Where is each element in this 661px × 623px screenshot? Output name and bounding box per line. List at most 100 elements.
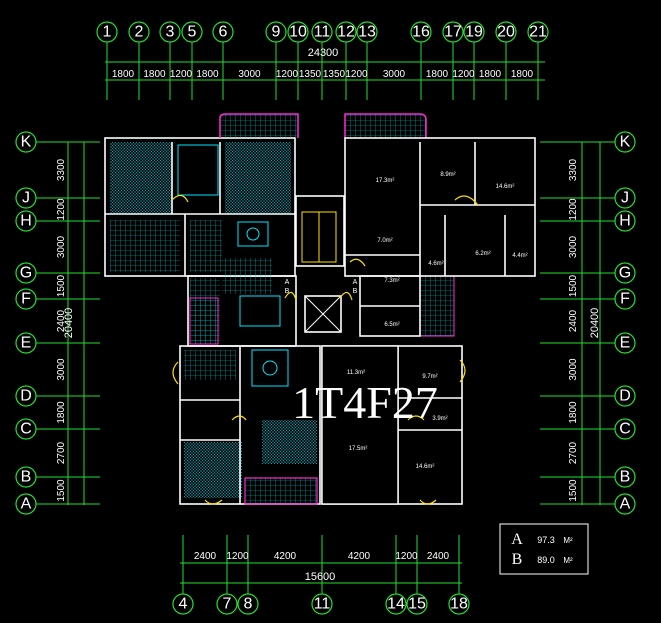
left-dimension-4: 2400 xyxy=(56,309,67,332)
grid-axis-bubble-G: G xyxy=(15,262,37,284)
svg-text:E: E xyxy=(620,335,631,352)
room-area-label: 8.9m² xyxy=(440,172,455,178)
stair-mark: B xyxy=(285,288,290,295)
room-area-label: 3.9m² xyxy=(432,416,447,422)
room-area-label: 6.2m² xyxy=(475,251,490,257)
stair-mark: B xyxy=(353,288,358,295)
svg-text:C: C xyxy=(20,421,32,438)
east-side-balcony xyxy=(419,275,455,337)
bottom-total-dimension: 15600 xyxy=(305,571,336,583)
room-area-label: 4.6m² xyxy=(428,261,443,267)
svg-text:3: 3 xyxy=(166,24,175,41)
grid-axis-bubble-C: C xyxy=(614,418,636,440)
grid-axis-bubble-A: A xyxy=(15,493,37,515)
room-area-label: 17.5m² xyxy=(349,446,368,452)
bottom-dimension-3: 4200 xyxy=(348,551,371,562)
grid-axis-bubble-K: K xyxy=(15,131,37,153)
bottom-dimension-5: 2400 xyxy=(427,551,450,562)
room-area-label: 4.4m² xyxy=(512,253,527,259)
svg-text:7: 7 xyxy=(223,596,232,613)
bottom-dimension-1: 1200 xyxy=(226,551,249,562)
top-total-dimension: 24300 xyxy=(308,47,339,59)
right-dimension-0: 3300 xyxy=(568,158,579,181)
svg-text:F: F xyxy=(620,291,630,308)
grid-axis-bubble-6: 6 xyxy=(212,21,234,43)
svg-text:20: 20 xyxy=(497,24,515,41)
svg-text:J: J xyxy=(621,190,629,207)
room-area-label: 7.3m² xyxy=(384,278,399,284)
svg-text:B: B xyxy=(620,469,631,486)
left-dimension-3: 1500 xyxy=(56,274,67,297)
grid-axis-bubble-F: F xyxy=(614,288,636,310)
grid-axis-bubble-11: 11 xyxy=(311,21,333,43)
svg-text:13: 13 xyxy=(358,24,376,41)
right-total-dimension: 20400 xyxy=(589,308,601,339)
svg-text:A: A xyxy=(21,496,32,513)
right-dimension-8: 1500 xyxy=(568,479,579,502)
west-unit-lower xyxy=(179,345,321,505)
bottom-dimension-2: 4200 xyxy=(274,551,297,562)
bottom-dimension-0: 2400 xyxy=(194,551,217,562)
room-area-label: 7.0m² xyxy=(377,238,392,244)
west-side-balcony xyxy=(189,297,219,345)
left-dimension-5: 3000 xyxy=(56,358,67,381)
stair-core xyxy=(295,195,345,333)
legend-area-a: 97.3 xyxy=(537,535,555,545)
svg-text:21: 21 xyxy=(529,24,547,41)
svg-text:B: B xyxy=(21,469,32,486)
top-dimension-3: 1800 xyxy=(196,69,219,80)
stair-mark: A xyxy=(353,279,358,286)
svg-text:2: 2 xyxy=(135,24,144,41)
left-dimension-7: 2700 xyxy=(56,441,67,464)
top-dimension-10: 1800 xyxy=(426,69,449,80)
svg-text:D: D xyxy=(20,388,32,405)
svg-text:9: 9 xyxy=(272,24,281,41)
grid-axis-bubble-9: 9 xyxy=(265,21,287,43)
grid-axis-bubble-20: 20 xyxy=(495,21,517,43)
top-dimension-13: 1800 xyxy=(511,69,534,80)
svg-text:C: C xyxy=(619,421,631,438)
door-swings xyxy=(171,194,479,505)
grid-axis-bubble-14: 14 xyxy=(385,593,407,615)
grid-axis-bubble-18: 18 xyxy=(448,593,470,615)
svg-text:11: 11 xyxy=(314,24,331,41)
svg-text:15: 15 xyxy=(408,596,426,613)
legend-key-b: B xyxy=(512,551,523,568)
left-dimension-8: 1500 xyxy=(56,479,67,502)
dimension-lines xyxy=(67,61,601,584)
top-dimension-7: 1350 xyxy=(323,69,346,80)
room-area-label: 14.6m² xyxy=(416,464,435,470)
left-dimension-1: 1200 xyxy=(56,198,67,221)
grid-axis-bubble-G: G xyxy=(614,262,636,284)
left-dimension-6: 1800 xyxy=(56,401,67,424)
svg-text:G: G xyxy=(20,265,32,282)
grid-axis-bubble-12: 12 xyxy=(335,21,357,43)
grid-axis-bubble-F: F xyxy=(15,288,37,310)
top-dimension-0: 1800 xyxy=(112,69,135,80)
grid-axis-bubble-C: C xyxy=(15,418,37,440)
left-dimension-2: 3000 xyxy=(56,235,67,258)
grid-axis-bubble-17: 17 xyxy=(442,21,464,43)
room-area-label: 6.5m² xyxy=(384,322,399,328)
grid-axis-bubble-E: E xyxy=(15,332,37,354)
legend-unit-b: M² xyxy=(563,556,573,565)
area-legend: A 97.3 M² B 89.0 M² xyxy=(499,523,589,575)
grid-axis-bubble-2: 2 xyxy=(128,21,150,43)
grid-axis-bubble-D: D xyxy=(614,385,636,407)
right-dimension-7: 2700 xyxy=(568,441,579,464)
grid-axis-bubble-1: 1 xyxy=(96,21,118,43)
grid-axis-bubble-19: 19 xyxy=(463,21,485,43)
grid-axis-bubble-7: 7 xyxy=(216,593,238,615)
top-dimension-12: 1800 xyxy=(479,69,502,80)
grid-axis-bubble-5: 5 xyxy=(181,21,203,43)
room-area-label: 11.3m² xyxy=(347,370,365,376)
top-dimension-2: 1200 xyxy=(170,69,193,80)
grid-axis-bubble-4: 4 xyxy=(172,593,194,615)
svg-text:6: 6 xyxy=(219,24,228,41)
right-dimension-2: 3000 xyxy=(568,235,579,258)
